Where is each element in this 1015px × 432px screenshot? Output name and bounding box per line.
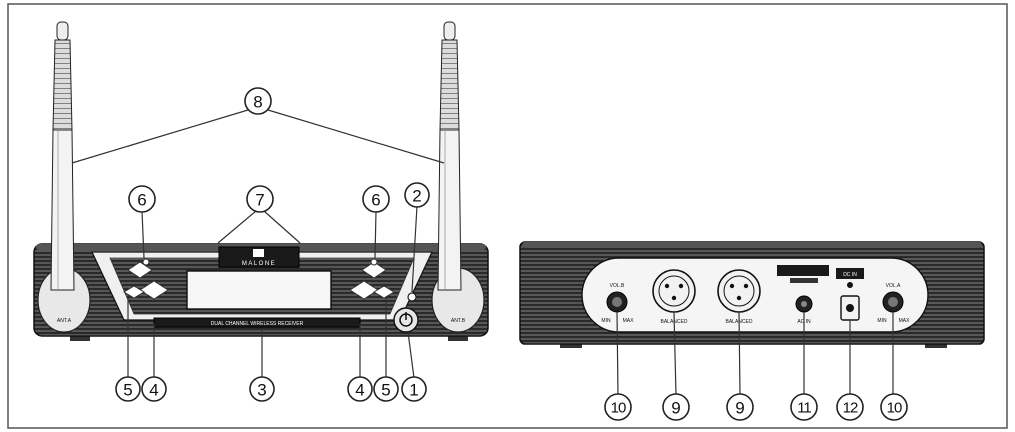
callout-2-number: 2 <box>412 187 421 206</box>
volume-a-max-label: MAX <box>899 318 911 324</box>
callout-4-left: 4 <box>141 376 167 402</box>
power-led <box>407 292 417 302</box>
leader-6-left <box>141 210 145 259</box>
callout-9-right: 9 <box>726 393 754 421</box>
leader-9-right <box>738 311 741 396</box>
callout-8: 8 <box>244 87 272 115</box>
callout-10-left: 10 <box>604 393 632 421</box>
front-name-strip <box>153 317 361 328</box>
callout-4-right-number: 4 <box>355 381 364 400</box>
xlr-output-b-pin-3 <box>671 295 677 301</box>
callout-3: 3 <box>249 376 275 402</box>
rear-foot-right <box>925 342 947 348</box>
callout-6-right: 6 <box>362 185 390 213</box>
channel-a-led <box>142 258 150 266</box>
rear-label-strip <box>777 265 829 276</box>
brand-name: MALONE <box>242 261 276 267</box>
callout-6-left-number: 6 <box>137 191 146 210</box>
callout-8-number: 8 <box>253 93 262 112</box>
callout-6-left: 6 <box>128 185 156 213</box>
callout-11: 11 <box>790 393 818 421</box>
callout-10-left-number: 10 <box>611 400 626 417</box>
callout-1: 1 <box>401 376 427 402</box>
channel-b-indicator-mid <box>373 285 395 299</box>
xlr-output-a-pin-2 <box>743 283 749 289</box>
xlr-output-b-pin-2 <box>678 283 684 289</box>
leader-7-left <box>217 210 257 244</box>
channel-b-led <box>370 258 378 266</box>
xlr-output-a-inner <box>723 275 755 307</box>
volume-a-label: VOL.A <box>886 283 901 289</box>
audio-jack-hole <box>801 301 807 307</box>
leader-2 <box>411 205 418 293</box>
callout-4-left-number: 4 <box>149 381 158 400</box>
callout-10-right-number: 10 <box>887 400 902 417</box>
volume-b-label: VOL.B <box>610 283 625 289</box>
callout-12: 12 <box>836 393 864 421</box>
leader-6-right <box>374 210 377 259</box>
front-foot-right <box>448 334 468 341</box>
callout-1-number: 1 <box>409 381 418 400</box>
leader-8-right <box>267 109 445 164</box>
antenna-a-label: ANT.A <box>57 318 72 324</box>
callout-11-number: 11 <box>797 400 811 417</box>
callout-5-right-number: 5 <box>381 381 390 400</box>
callout-12-number: 12 <box>843 400 858 417</box>
dc-in-label: DC IN <box>843 272 857 278</box>
rear-top-edge <box>522 242 982 248</box>
channel-a-indicator-mid <box>123 285 145 299</box>
diagram-frame <box>7 3 1008 429</box>
antenna-b-label: ANT.B <box>451 318 466 324</box>
rear-view: VOL.B MIN MAX BALANCED BALANCED AC IN DC… <box>519 241 985 396</box>
xlr-output-a-pin-1 <box>729 283 735 289</box>
rear-foot-left <box>560 342 582 348</box>
callout-3-number: 3 <box>257 381 266 400</box>
callout-7: 7 <box>246 185 274 213</box>
front-view: MALONE DUAL CHANNEL WIRELESS RECEIVER <box>33 21 489 379</box>
callout-6-right-number: 6 <box>371 191 380 210</box>
antenna-right <box>437 21 462 291</box>
callout-9-right-number: 9 <box>735 399 744 418</box>
brand-logo-mark <box>253 249 264 257</box>
leader-8-left <box>71 109 249 164</box>
volume-b-min-label: MIN <box>601 318 611 324</box>
callout-9-left: 9 <box>662 393 690 421</box>
leader-10-left <box>616 311 619 396</box>
volume-b-knob-cap <box>612 297 622 307</box>
antenna-left <box>50 21 75 291</box>
callout-5-right: 5 <box>373 376 399 402</box>
dc-polarity-dot <box>847 282 853 288</box>
xlr-output-b-pin-1 <box>664 283 670 289</box>
dc-power-jack-hole <box>846 304 854 312</box>
callout-9-left-number: 9 <box>671 399 680 418</box>
volume-a-min-label: MIN <box>877 318 887 324</box>
callout-4-right: 4 <box>347 376 373 402</box>
channel-a-indicator-lower <box>139 280 169 300</box>
xlr-output-a-pin-3 <box>736 295 742 301</box>
callout-2: 2 <box>404 182 430 208</box>
channel-a-indicator-upper <box>127 261 153 279</box>
front-name-strip-label: DUAL CHANNEL WIRELESS RECEIVER <box>211 321 304 327</box>
volume-a-knob-cap <box>888 297 898 307</box>
leader-7-right <box>263 210 301 244</box>
rear-label-strip-lower <box>790 278 818 283</box>
xlr-output-b-inner <box>658 275 690 307</box>
channel-b-indicator-upper <box>361 261 387 279</box>
callout-5-left: 5 <box>115 376 141 402</box>
leader-1 <box>407 331 415 379</box>
callout-7-number: 7 <box>255 191 264 210</box>
dc-label-plate <box>836 268 864 279</box>
volume-b-max-label: MAX <box>623 318 635 324</box>
leader-9-left <box>673 311 677 396</box>
front-foot-left <box>70 334 90 341</box>
callout-5-left-number: 5 <box>123 381 132 400</box>
display-window <box>186 270 332 310</box>
callout-10-right: 10 <box>880 393 908 421</box>
